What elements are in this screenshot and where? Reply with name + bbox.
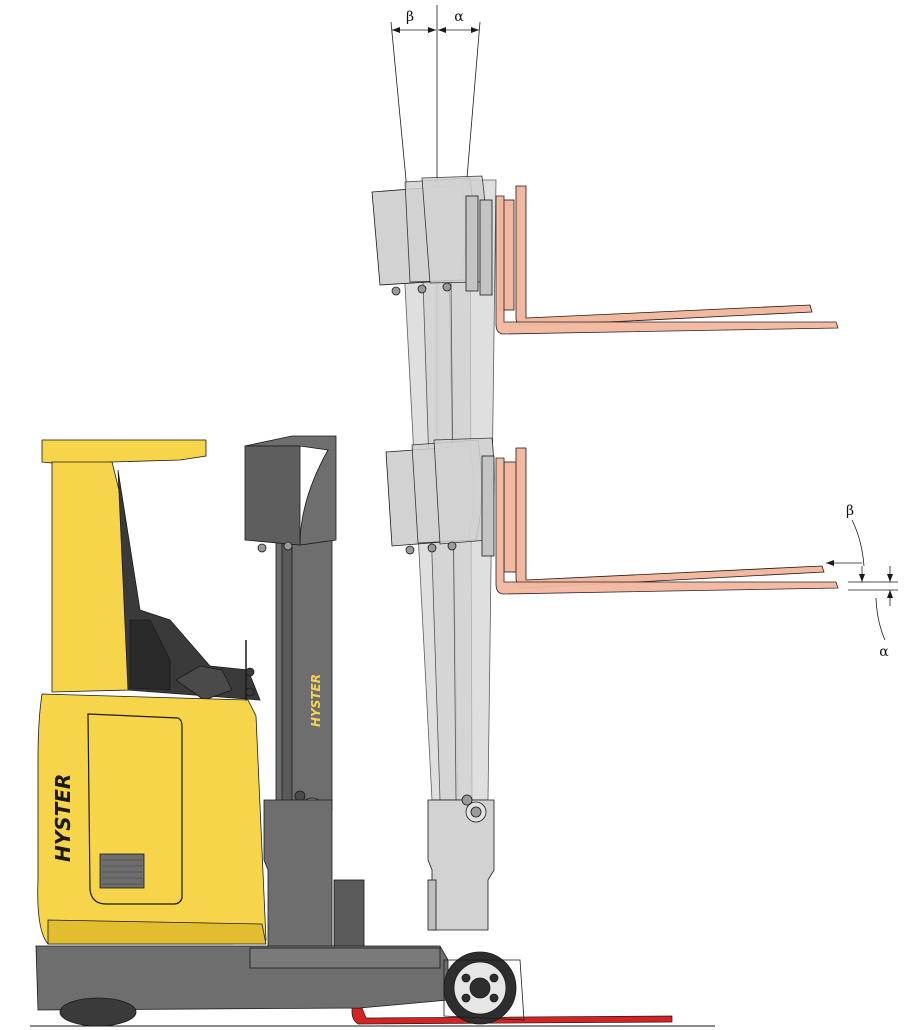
carriage-lower-position: [385, 437, 495, 557]
fork-lower-position: [495, 447, 839, 595]
fork-upper-position: [495, 185, 839, 335]
reach-mast-retracted: [244, 435, 365, 951]
mast-brand-text: HYSTER: [309, 674, 323, 727]
cab-brand-text: HYSTER: [51, 774, 75, 862]
lowered-forks: [351, 1007, 673, 1025]
carriage-upper-position: [371, 175, 493, 296]
fork-tilt-angle-indicator: [826, 519, 898, 641]
beta-angle-label-top: β: [406, 9, 414, 25]
alpha-angle-label-right: α: [879, 644, 889, 660]
alpha-angle-label-top: α: [454, 9, 464, 25]
truck-chassis: [35, 945, 525, 1027]
beta-angle-label-right: β: [846, 503, 854, 519]
truck-body: [37, 439, 267, 945]
